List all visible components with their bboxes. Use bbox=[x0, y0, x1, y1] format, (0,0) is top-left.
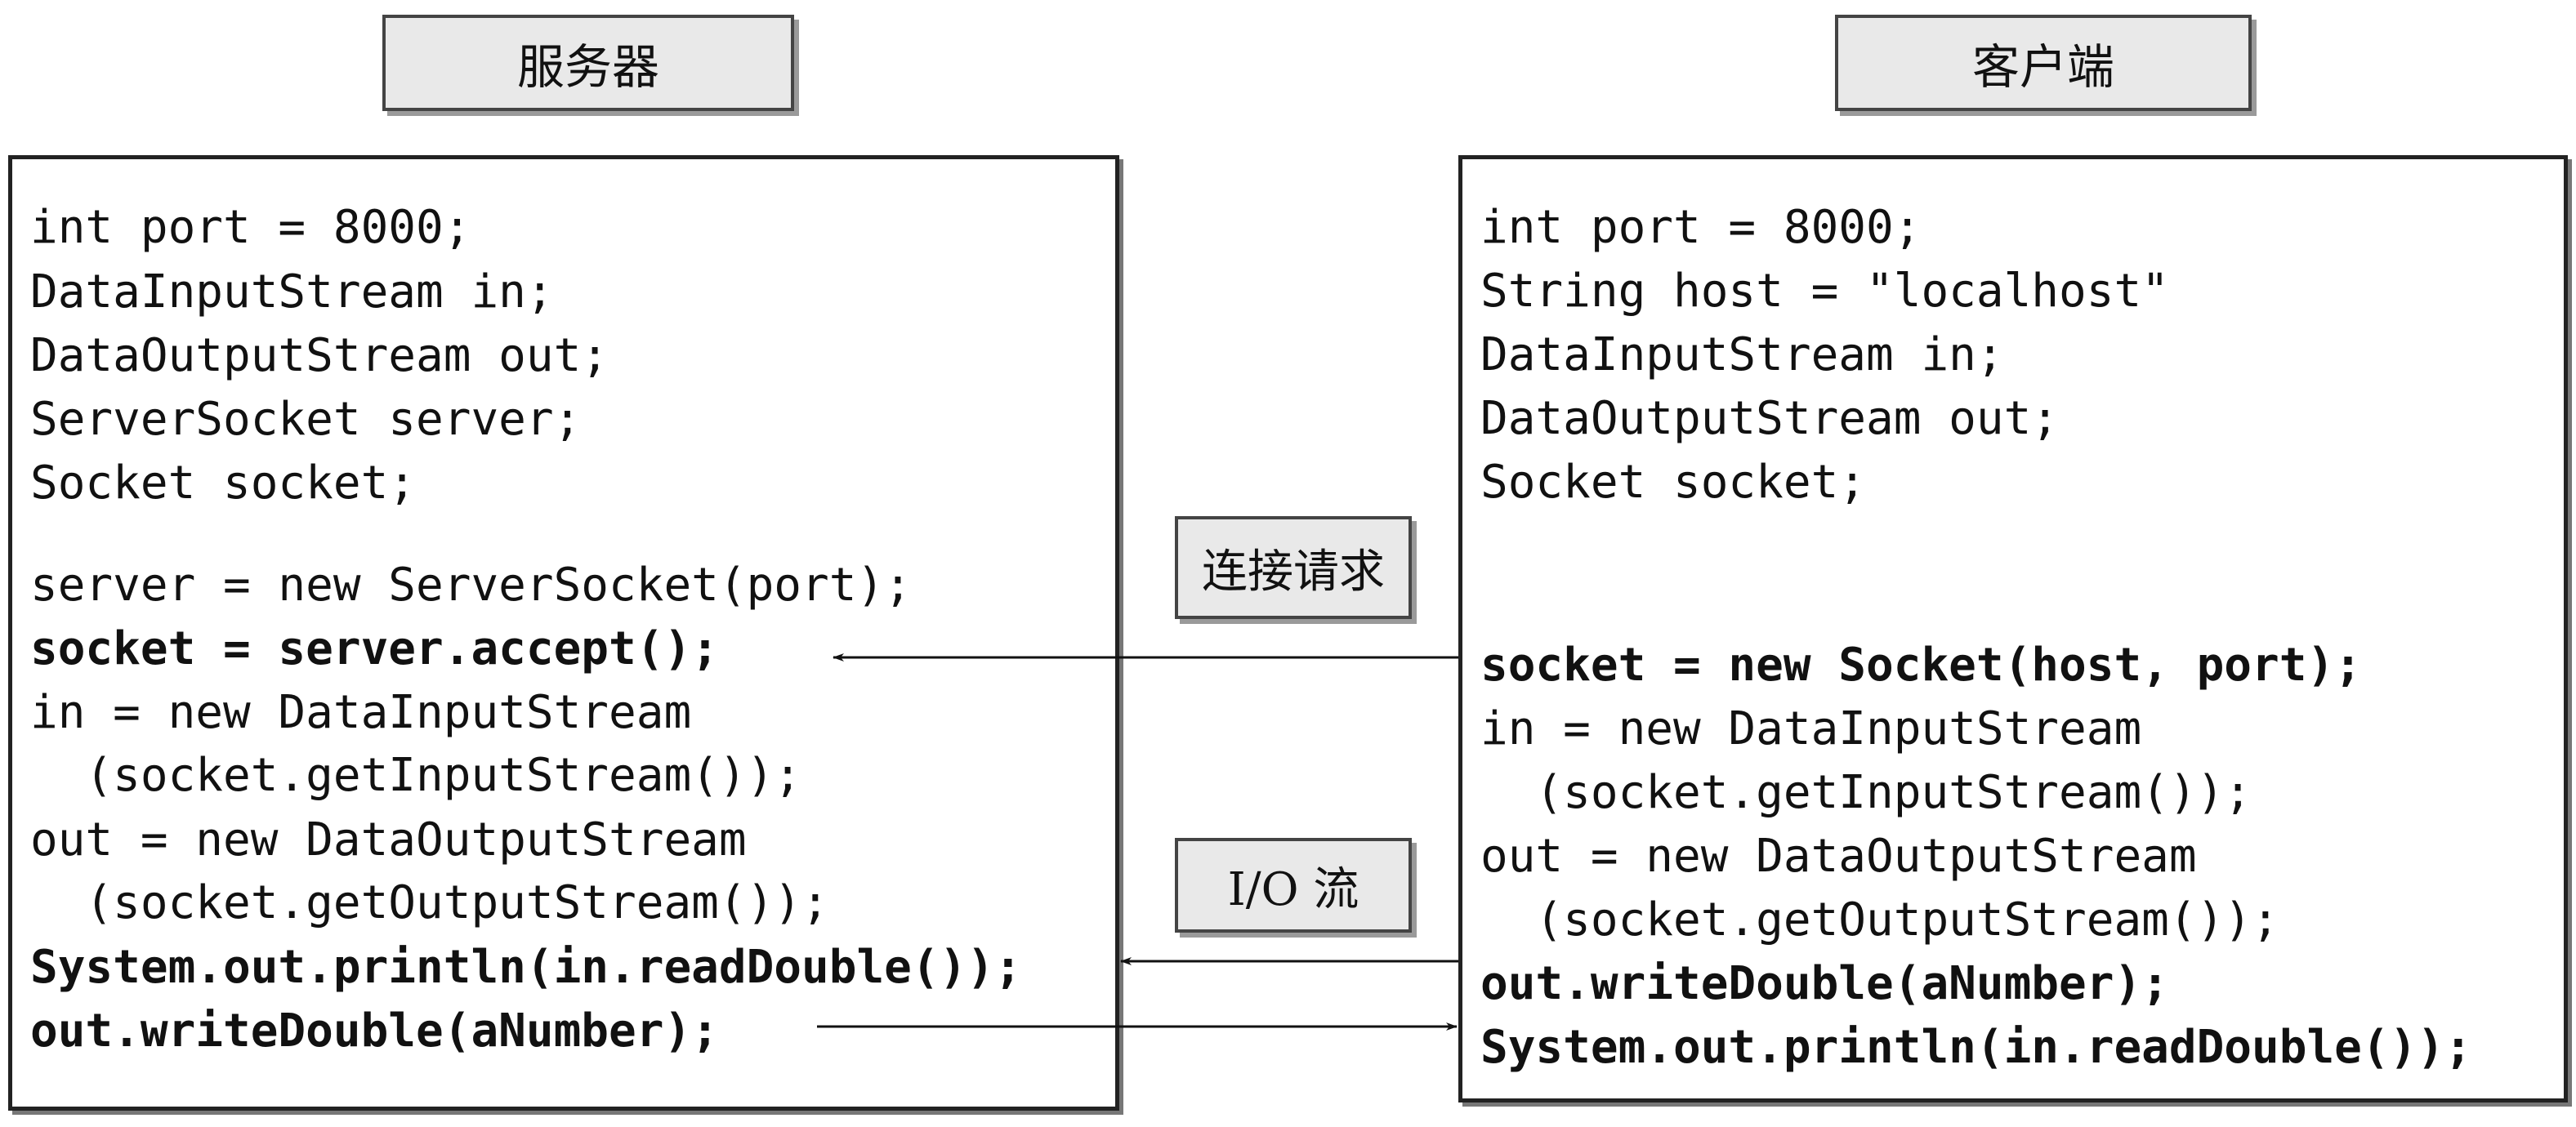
client-code-panel: int port = 8000; String host = "localhost… bbox=[1458, 155, 2568, 1102]
connection-request-label: 连接请求 bbox=[1175, 516, 1412, 619]
client-code-line: DataOutputStream out; bbox=[1480, 392, 2060, 445]
client-code-line: DataInputStream in; bbox=[1480, 328, 2004, 381]
server-code-panel: int port = 8000; DataInputStream in; DataO… bbox=[8, 155, 1119, 1111]
server-code-line: in = new DataInputStream bbox=[30, 686, 692, 739]
io-stream-label: I/O 流 bbox=[1175, 838, 1412, 933]
client-code-line: (socket.getInputStream()); bbox=[1480, 766, 2252, 819]
server-code-line: out.writeDouble(aNumber); bbox=[30, 1004, 719, 1058]
server-code-line: socket = server.accept(); bbox=[30, 622, 719, 675]
client-code-line: in = new DataInputStream bbox=[1480, 702, 2142, 755]
client-code-line: socket = new Socket(host, port); bbox=[1480, 639, 2362, 692]
server-code-line: ServerSocket server; bbox=[30, 393, 582, 446]
server-code-line: int port = 8000; bbox=[30, 201, 471, 254]
client-code-line: out.writeDouble(aNumber); bbox=[1480, 957, 2169, 1010]
client-title: 客户端 bbox=[1835, 15, 2252, 111]
server-code-line: DataInputStream in; bbox=[30, 265, 554, 318]
client-code-line: Socket socket; bbox=[1480, 456, 1867, 509]
server-code-line: System.out.println(in.readDouble()); bbox=[30, 941, 1022, 994]
client-code-line: String host = "localhost" bbox=[1480, 265, 2169, 318]
client-code-line: (socket.getOutputStream()); bbox=[1480, 893, 2279, 947]
server-code-line: DataOutputStream out; bbox=[30, 329, 609, 382]
client-code-line: out = new DataOutputStream bbox=[1480, 830, 2197, 883]
server-code-line: (socket.getInputStream()); bbox=[30, 749, 802, 802]
client-code-line: int port = 8000; bbox=[1480, 201, 1922, 254]
server-title: 服务器 bbox=[382, 15, 794, 111]
server-code-line: Socket socket; bbox=[30, 457, 417, 510]
server-code-line: out = new DataOutputStream bbox=[30, 813, 747, 866]
server-code-line: (socket.getOutputStream()); bbox=[30, 876, 829, 929]
server-code-line: server = new ServerSocket(port); bbox=[30, 559, 912, 612]
client-code-line: System.out.println(in.readDouble()); bbox=[1480, 1021, 2472, 1074]
